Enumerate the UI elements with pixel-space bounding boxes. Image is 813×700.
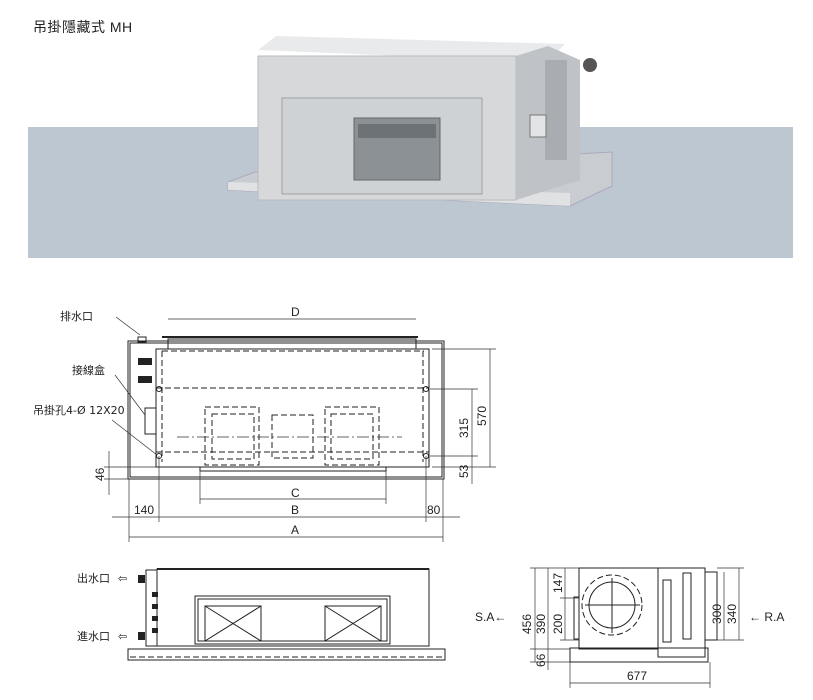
supply-air-label: S.A← bbox=[475, 610, 506, 624]
drain-label: 排水口 bbox=[60, 309, 93, 323]
return-air-label: ← R.A bbox=[749, 610, 784, 624]
dim-340: 340 bbox=[725, 604, 739, 624]
dim-d: D bbox=[291, 305, 300, 319]
dim-390: 390 bbox=[534, 614, 548, 634]
water-outlet-arrow-icon: ⇦ bbox=[118, 572, 127, 585]
water-outlet-label: 出水口 bbox=[77, 571, 110, 585]
dim-140: 140 bbox=[134, 503, 154, 517]
front-view-drawing bbox=[104, 316, 496, 542]
dim-a: A bbox=[291, 523, 299, 537]
dim-200: 200 bbox=[551, 614, 565, 634]
junction-box-label: 接線盒 bbox=[72, 363, 105, 377]
dim-66: 66 bbox=[534, 653, 548, 667]
dim-315: 315 bbox=[457, 418, 471, 438]
unit-photo bbox=[227, 36, 613, 207]
dim-570: 570 bbox=[475, 406, 489, 426]
dim-46: 46 bbox=[93, 467, 107, 481]
dim-300: 300 bbox=[710, 604, 724, 624]
hanging-hole-label: 吊掛孔4-Ø 12X20 bbox=[33, 403, 125, 417]
dim-b: B bbox=[291, 503, 299, 517]
page-title: 吊掛隱藏式 MH bbox=[33, 19, 133, 35]
bottom-view-drawing bbox=[127, 568, 446, 661]
dim-147: 147 bbox=[551, 573, 565, 593]
dim-53: 53 bbox=[457, 464, 471, 478]
water-inlet-label: 進水口 bbox=[77, 630, 110, 643]
water-inlet-arrow-icon: ⇦ bbox=[118, 630, 127, 643]
dim-80: 80 bbox=[427, 503, 441, 517]
side-view-drawing bbox=[530, 567, 744, 688]
dim-c: C bbox=[291, 486, 300, 500]
dim-677: 677 bbox=[627, 669, 647, 683]
dim-456: 456 bbox=[520, 614, 534, 634]
